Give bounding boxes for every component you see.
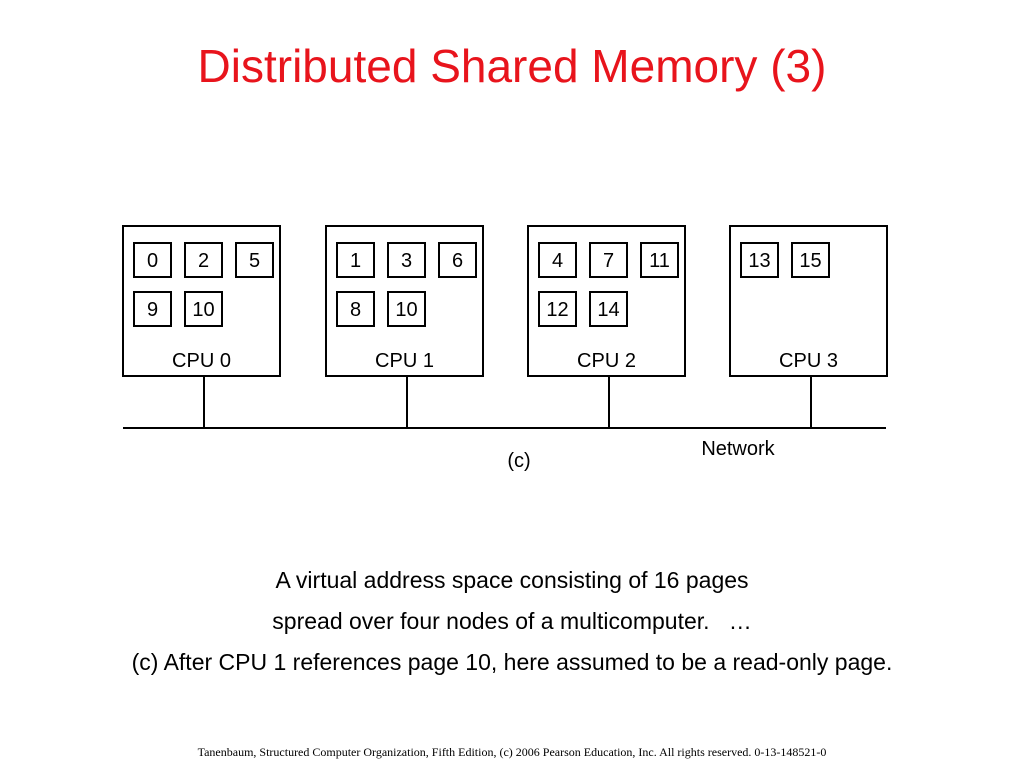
page-number: 0 [147, 250, 158, 272]
page-number: 11 [649, 250, 670, 272]
page-cell [387, 291, 426, 327]
page-number: 14 [597, 299, 619, 321]
page-cell [133, 242, 172, 278]
page-cell [184, 291, 223, 327]
page-cell [387, 242, 426, 278]
copyright-footer: Tanenbaum, Structured Computer Organizat… [197, 745, 827, 759]
page-cell [740, 242, 779, 278]
caption-line-2: spread over four nodes of a multicompute… [272, 608, 752, 634]
page-number: 9 [147, 299, 158, 321]
page-number: 10 [192, 299, 214, 321]
page-number: 3 [401, 250, 412, 272]
page-cell [184, 242, 223, 278]
page-cell [538, 242, 577, 278]
page-number: 8 [350, 299, 361, 321]
page-number: 7 [603, 250, 614, 272]
network-label: Network [701, 438, 775, 460]
page-cell [589, 291, 628, 327]
page-number: 5 [249, 250, 260, 272]
page-cell [640, 242, 679, 278]
page-cell [438, 242, 477, 278]
page-cell [336, 242, 375, 278]
page-cell [791, 242, 830, 278]
caption: A virtual address space consisting of 16… [0, 560, 1024, 683]
cpu-label: CPU 3 [779, 350, 838, 372]
caption-line-1: A virtual address space consisting of 16… [275, 567, 749, 593]
page-number: 6 [452, 250, 463, 272]
page-cell [133, 291, 172, 327]
page-number: 15 [799, 250, 821, 272]
page-number: 2 [198, 250, 209, 272]
page-number: 13 [748, 250, 770, 272]
slide-title: Distributed Shared Memory (3) [197, 40, 827, 92]
page-number: 4 [552, 250, 563, 272]
caption-line-3: (c) After CPU 1 references page 10, here… [131, 649, 893, 675]
page-cell [589, 242, 628, 278]
cpu-label: CPU 0 [172, 350, 231, 372]
page-cell [538, 291, 577, 327]
cpu-label: CPU 1 [375, 350, 434, 372]
page-number: 10 [395, 299, 417, 321]
part-label: (c) [507, 450, 530, 472]
page-cell [336, 291, 375, 327]
page-number: 12 [546, 299, 568, 321]
page-number: 1 [350, 250, 361, 272]
cpu-label: CPU 2 [577, 350, 636, 372]
page-cell [235, 242, 274, 278]
